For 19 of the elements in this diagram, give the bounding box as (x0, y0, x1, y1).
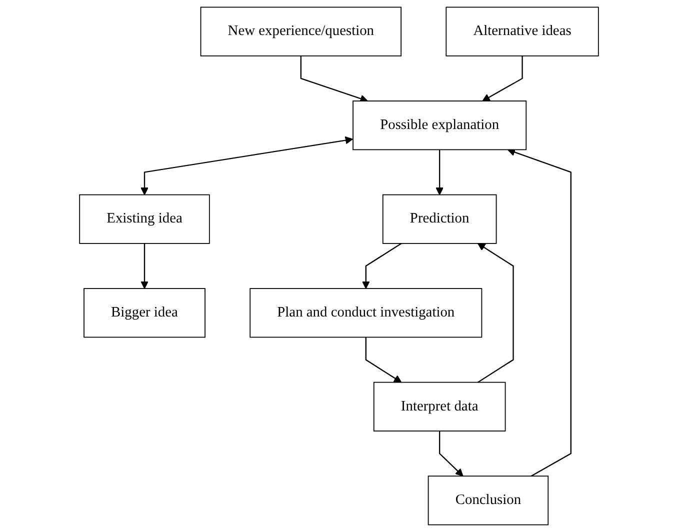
arrow (140, 136, 354, 196)
node-box: Alternative ideas (446, 6, 599, 56)
node-box: New experience/question (200, 6, 402, 56)
arrow (477, 243, 514, 383)
node-box: Bigger idea (84, 288, 206, 338)
node-box: Interpret data (373, 382, 506, 432)
arrow (300, 56, 368, 102)
arrow (482, 56, 523, 102)
arrow (436, 150, 444, 196)
arrow (362, 242, 402, 289)
node-box: Conclusion (428, 476, 549, 526)
arrow (365, 337, 402, 383)
arrow (140, 243, 148, 289)
node-box: Plan and conduct investigation (250, 288, 482, 338)
node-box: Prediction (382, 194, 497, 244)
node-box: Possible explanation (352, 100, 527, 150)
node-box: Existing idea (79, 194, 210, 244)
arrow (507, 148, 572, 477)
arrow (439, 431, 464, 476)
